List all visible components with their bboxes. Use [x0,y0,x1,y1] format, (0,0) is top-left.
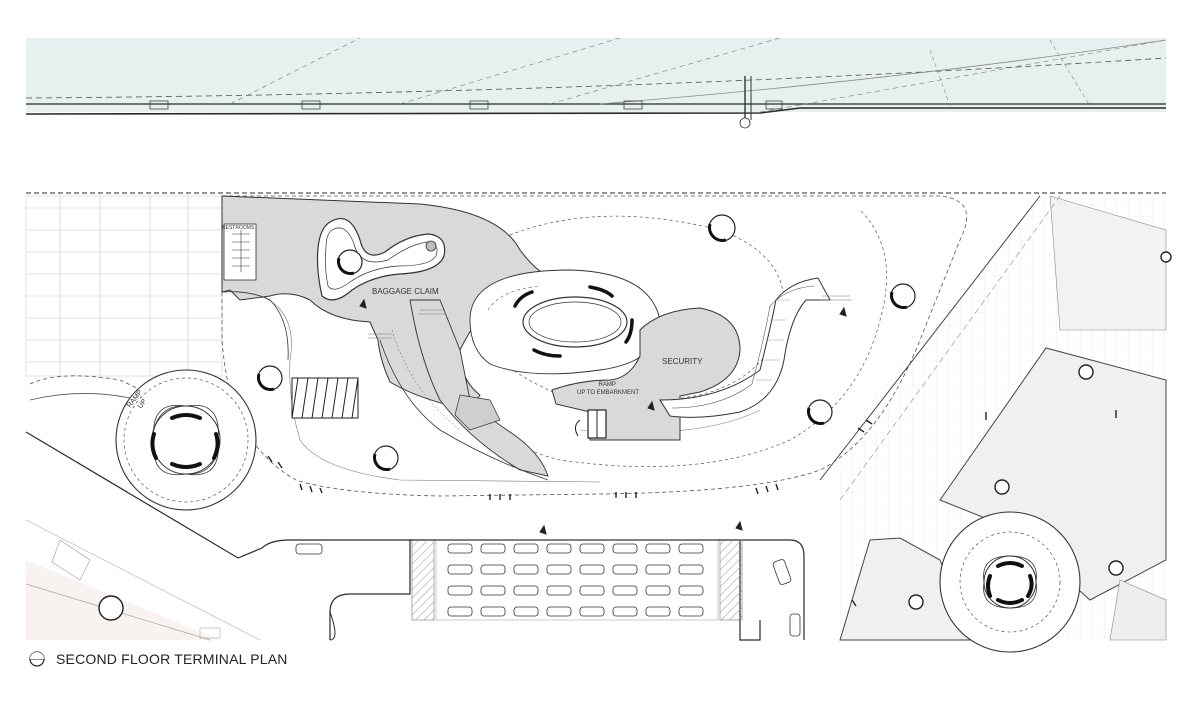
parked-car [546,543,572,554]
parked-car [513,564,539,575]
site-plan: RESTROOMS BAGGAGE CLAIM SECURITY RAMP UP… [25,192,1172,653]
label-baggage-claim: BAGGAGE CLAIM [372,287,439,296]
parked-car [513,606,539,617]
label-security: SECURITY [662,357,703,366]
plan-caption: SECOND FLOOR TERMINAL PLAN [28,648,288,670]
parked-car [447,564,473,575]
parked-car [579,606,605,617]
parked-car [447,543,473,554]
parked-car [678,585,704,596]
parked-car [678,543,704,554]
parked-car [546,564,572,575]
caption-text: SECOND FLOOR TERMINAL PLAN [56,651,288,667]
parked-car [480,543,506,554]
parked-cars [447,543,704,617]
parked-car [513,543,539,554]
label-restrooms: RESTROOMS [222,225,255,231]
parked-car [447,585,473,596]
waterfront-strip [25,37,1167,129]
label-ramp-embark: RAMP UP TO EMBARKMENT [577,382,639,396]
parked-car [645,585,671,596]
north-arrow-icon [29,651,45,667]
parked-car [447,606,473,617]
parked-car [546,606,572,617]
parked-car [513,585,539,596]
parked-car [612,585,638,596]
restroom-block [223,223,257,281]
parked-car [678,564,704,575]
parked-car [645,606,671,617]
parked-car [612,543,638,554]
parked-car [612,606,638,617]
parked-car [579,543,605,554]
right-rotunda [939,511,1081,653]
parked-car [546,585,572,596]
parked-car [579,585,605,596]
parked-car [612,564,638,575]
parked-car [480,606,506,617]
stair-block [291,377,359,419]
parked-car [645,543,671,554]
parked-car [480,585,506,596]
parked-car [480,564,506,575]
left-rotunda [29,369,257,511]
parked-car [579,564,605,575]
columns [257,214,916,471]
parked-car [645,564,671,575]
parked-car [678,606,704,617]
